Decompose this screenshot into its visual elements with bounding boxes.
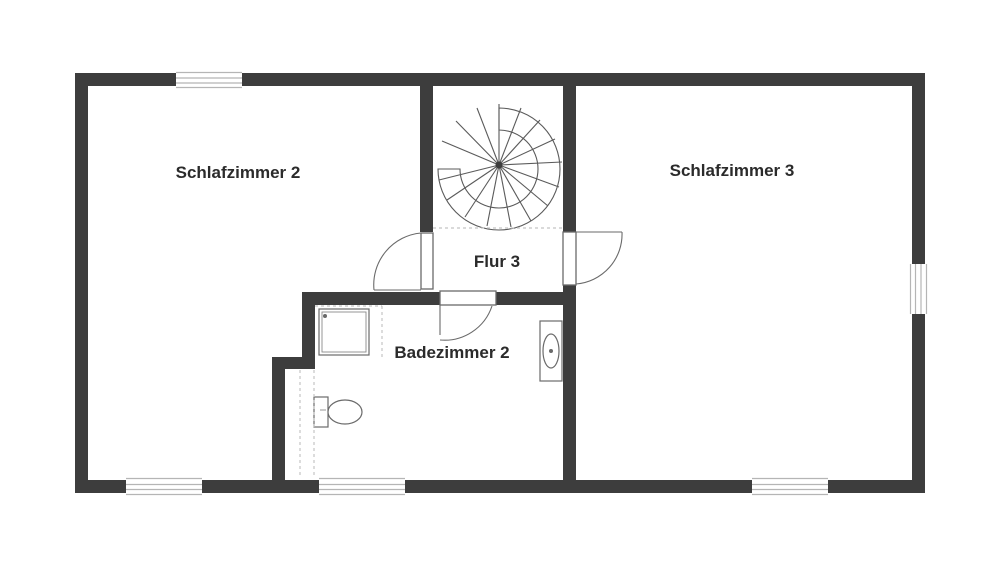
bathroom-wall-top <box>302 292 576 305</box>
wall-niche-dashes <box>299 370 315 478</box>
door-schlafzimmer3[interactable] <box>562 231 623 286</box>
washbasin <box>539 320 563 382</box>
spiral-staircase <box>433 104 563 231</box>
window-top-left <box>176 71 242 89</box>
outer-wall-bottom <box>75 480 925 493</box>
windows <box>126 71 928 496</box>
toilet <box>313 396 363 428</box>
window-bottom-bath <box>319 477 405 496</box>
bathroom-wall-left-lower <box>272 357 285 483</box>
room-label-schlafzimmer2: Schlafzimmer 2 <box>176 163 301 182</box>
room-label-schlafzimmer3: Schlafzimmer 3 <box>670 161 795 180</box>
stair-post <box>495 161 503 169</box>
window-bottom-right <box>752 477 828 496</box>
room-label-badezimmer2: Badezimmer 2 <box>394 343 509 362</box>
door-schlafzimmer2[interactable] <box>373 232 434 291</box>
partition-wall-right <box>563 284 576 482</box>
window-right-wall <box>909 264 928 314</box>
stair-wall-right <box>563 86 576 232</box>
walls <box>75 73 925 493</box>
window-bottom-left <box>126 477 202 496</box>
door-badezimmer2[interactable] <box>439 290 497 341</box>
outer-wall-left <box>75 73 88 493</box>
outer-wall-top <box>75 73 925 86</box>
room-label-flur3: Flur 3 <box>474 252 520 271</box>
bathroom-wall-left-upper <box>302 292 315 369</box>
stair-wall-left <box>420 86 433 232</box>
shower-tray <box>315 305 383 358</box>
